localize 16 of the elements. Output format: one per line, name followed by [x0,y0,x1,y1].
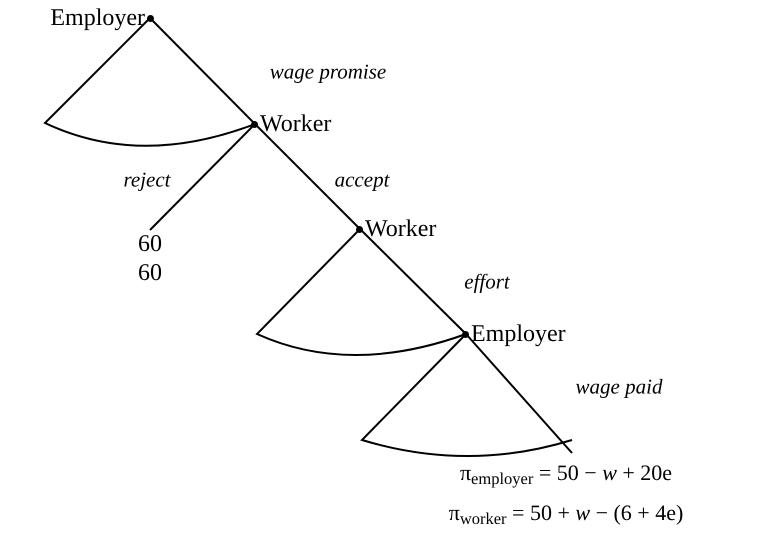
player-label: Worker [365,217,436,241]
payoff-text: 60 [138,230,162,259]
edge-label: effort [464,272,510,292]
edge-label: wage promise [270,62,386,82]
edge-label: wage paid [576,376,662,398]
branch-line [254,123,361,230]
player-label: Employer [50,6,145,30]
payoff-text: π$_{worker}$ = 50 + w − (6 + 4e) [448,499,684,530]
player-label: Employer [471,322,566,346]
payoff-text: 60 [138,259,162,288]
edge-label: reject [123,170,171,190]
branch-line [359,228,467,335]
player-label: Worker [260,112,332,136]
branch-line [465,333,573,454]
payoff-text: π$_{employer}$ = 50 − w + 20e [460,459,672,490]
edge-label: accept [334,170,390,190]
